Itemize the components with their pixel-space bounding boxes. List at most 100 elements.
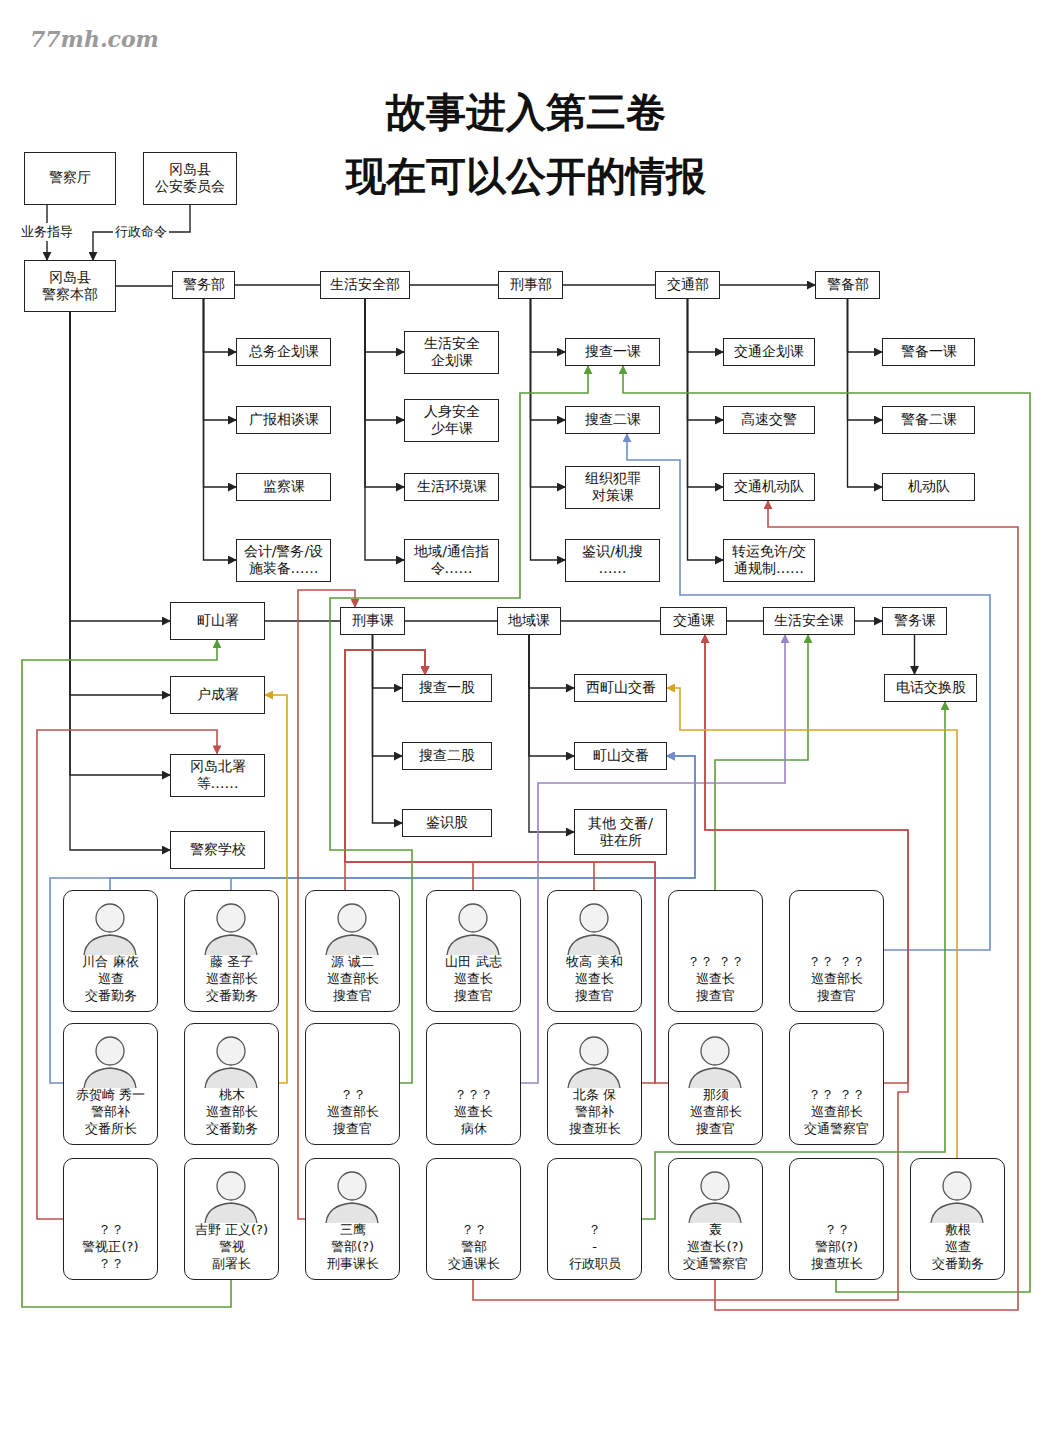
org-box: 总务企划课 — [236, 338, 331, 366]
connector — [204, 299, 237, 352]
connector — [70, 312, 170, 621]
card-text: ？？ ？？ — [808, 1087, 864, 1104]
card-text: 行政职员 — [569, 1256, 621, 1273]
connector — [373, 635, 403, 756]
card-text: 巡查部长 — [811, 971, 863, 988]
card-text: 搜查官 — [454, 988, 493, 1005]
edge-label: 业务指导 — [19, 223, 75, 241]
org-box: 电话交换股 — [884, 674, 977, 702]
portrait-sketch — [911, 1159, 1003, 1225]
org-box: 警备部 — [815, 271, 880, 299]
org-box: 冈岛北署 等…… — [170, 754, 265, 797]
card-text: 警部 — [461, 1239, 487, 1256]
card-text: 搜查班长 — [811, 1256, 863, 1273]
card-text: 交通课长 — [448, 1256, 500, 1273]
org-box: 搜查二课 — [565, 406, 660, 434]
portrait-sketch — [427, 891, 519, 957]
card-text: 巡查部长 — [811, 1104, 863, 1121]
card-text: 巡查长 — [454, 1104, 493, 1121]
connector — [473, 635, 908, 1300]
org-box: 搜查一课 — [565, 338, 660, 366]
card-text: 巡查部长 — [327, 971, 379, 988]
card-text: 警视 — [219, 1239, 245, 1256]
portrait-sketch — [185, 891, 277, 957]
card-text: 源 诚二 — [331, 954, 374, 971]
person-card: ？？警部交通课长 — [426, 1158, 521, 1280]
connector — [365, 299, 404, 560]
connector — [231, 756, 695, 890]
card-text: 吉野 正义(?) — [195, 1222, 268, 1239]
connector — [365, 299, 404, 420]
box-label: 生活安全 企划课 — [409, 335, 494, 370]
connector — [265, 620, 340, 621]
org-box: 户成署 — [170, 676, 265, 714]
org-box: 会计/警务/设 施装备…… — [236, 539, 331, 582]
card-text: 副署长 — [212, 1256, 251, 1273]
person-card: 北条 保警部补搜查班长 — [547, 1023, 642, 1145]
org-box: 生活安全课 — [763, 607, 855, 635]
page-title: 故事进入第三卷 现在可以公开的情报 — [336, 80, 716, 208]
person-card: 那须巡查部长搜查官 — [668, 1023, 763, 1145]
box-label: 高速交警 — [741, 411, 797, 429]
connector — [705, 635, 908, 1083]
card-text: 巡查部长 — [690, 1104, 742, 1121]
connector — [627, 434, 990, 950]
card-text: ？？ — [461, 1222, 487, 1239]
connector — [204, 299, 237, 560]
org-box: 生活安全部 — [320, 271, 410, 299]
card-text: 藤 圣子 — [210, 954, 253, 971]
connector — [373, 635, 403, 688]
connector — [70, 312, 170, 695]
card-text: 交通警察官 — [683, 1256, 748, 1273]
person-card: ？-行政职员 — [547, 1158, 642, 1280]
card-text: 巡查部长 — [206, 971, 258, 988]
box-label: 生活安全课 — [774, 612, 844, 630]
person-card: 山田 武志巡查长搜查官 — [426, 890, 521, 1012]
box-label: 交通企划课 — [734, 343, 804, 361]
org-box: 警察学校 — [170, 831, 265, 869]
org-box: 交通课 — [660, 607, 727, 635]
org-box: 町山署 — [170, 602, 265, 640]
box-label: 户成署 — [197, 686, 239, 704]
watermark: 77mh.com — [30, 26, 159, 52]
card-text: 交通警察官 — [804, 1121, 869, 1138]
portrait-sketch — [306, 1159, 398, 1225]
connector — [345, 650, 655, 1083]
box-label: 总务企划课 — [249, 343, 319, 361]
box-label: 组织犯罪 对策课 — [570, 470, 655, 505]
connector — [531, 299, 566, 352]
person-card: ？？ ？？巡查长搜查官 — [668, 890, 763, 1012]
org-box: 广报相谈课 — [236, 406, 331, 434]
box-label: 交通课 — [673, 612, 715, 630]
person-card: ？？警视正(?)？？ — [63, 1158, 158, 1280]
person-card: 轰巡查长(?)交通警察官 — [668, 1158, 763, 1280]
portrait-sketch — [64, 891, 156, 957]
org-box: 冈岛县 公安委员会 — [143, 152, 237, 205]
box-label: 鉴识/机搜 …… — [570, 543, 655, 578]
box-label: 冈岛北署 等…… — [175, 758, 260, 793]
box-label: 机动队 — [908, 478, 950, 496]
connector — [561, 620, 660, 621]
box-label: 地域/通信指 令…… — [409, 543, 494, 578]
person-card: ？？ ？？巡查部长搜查官 — [789, 890, 884, 1012]
card-text: 交番勤务 — [85, 988, 137, 1005]
card-text: 那须 — [703, 1087, 729, 1104]
box-label: 搜查二股 — [419, 747, 475, 765]
box-label: 警察学校 — [190, 841, 246, 859]
card-text: 警部(?) — [815, 1239, 858, 1256]
org-box: 地域/通信指 令…… — [404, 539, 499, 582]
org-box: 警备一课 — [882, 338, 975, 366]
card-text: 川合 麻依 — [82, 954, 138, 971]
card-text: ？？ ？？ — [687, 954, 743, 971]
box-label: 警备一课 — [901, 343, 957, 361]
edge-label: 行政命令 — [113, 223, 169, 241]
portrait-sketch — [669, 1159, 761, 1225]
person-card: 川合 麻依巡查交番勤务 — [63, 890, 158, 1012]
person-card: ？？巡查部长搜查官 — [305, 1023, 400, 1145]
card-text: 搜查官 — [696, 988, 735, 1005]
box-label: 地域课 — [508, 612, 550, 630]
card-text: 北条 保 — [573, 1087, 616, 1104]
card-text: 赤贺崎 秀一 — [76, 1087, 145, 1104]
org-box: 交通机动队 — [723, 473, 815, 501]
